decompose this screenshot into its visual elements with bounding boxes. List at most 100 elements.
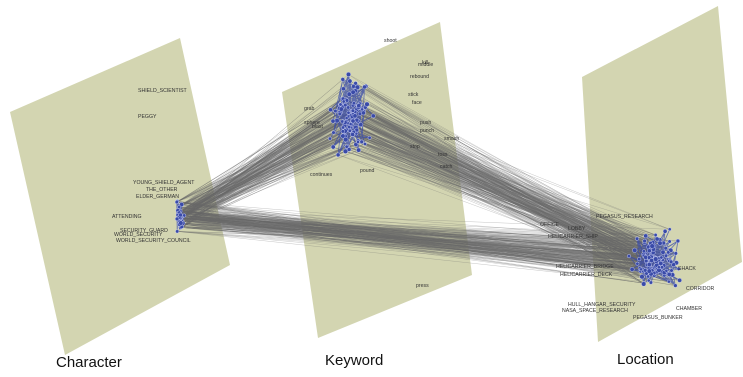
location-node-label: PEGASUS_RESEARCH	[596, 214, 653, 220]
location-plane-label: Location	[617, 351, 674, 368]
keyword-node	[331, 130, 336, 135]
keyword-node	[347, 78, 353, 84]
keyword-node	[338, 106, 344, 112]
keyword-node-label: toss	[438, 152, 448, 158]
location-node-label: SHACK	[678, 266, 696, 272]
location-node-label: NASA_SPACE_RESEARCH	[562, 308, 628, 314]
keyword-node	[343, 103, 348, 108]
keyword-node	[341, 86, 346, 92]
keyword-node-label: pound	[360, 168, 375, 174]
character-node-label: PEGGY	[138, 114, 157, 120]
keyword-node-label: stick	[408, 92, 419, 98]
character-node-label: THE_OTHER	[146, 187, 178, 193]
keyword-node	[341, 125, 346, 130]
location-node	[635, 261, 640, 266]
keyword-node	[356, 103, 362, 109]
location-node	[658, 260, 664, 266]
location-node	[664, 268, 669, 273]
nodes	[174, 71, 682, 288]
location-node	[627, 254, 631, 259]
keyword-node	[344, 98, 350, 103]
keyword-node	[350, 108, 355, 113]
node-labels: SHIELD_SCIENTISTPEGGYYOUNG_SHIELD_AGENTT…	[112, 38, 714, 321]
location-node	[637, 257, 642, 262]
location-node	[643, 233, 648, 239]
location-node	[649, 243, 655, 249]
keyword-node-label: shoot	[384, 38, 397, 44]
location-node	[675, 238, 681, 244]
keyword-node	[350, 132, 355, 137]
keyword-node-label: middle	[418, 62, 433, 68]
location-node	[671, 262, 676, 267]
location-node	[639, 267, 643, 272]
location-node	[667, 279, 671, 284]
keyword-node	[347, 128, 352, 133]
character-plane	[10, 38, 230, 355]
character-node-label: YOUNG_SHIELD_AGENT	[133, 180, 195, 186]
character-node	[175, 229, 180, 234]
location-node	[635, 236, 640, 241]
keyword-node-label: sphere	[304, 120, 320, 126]
keyword-node	[351, 101, 356, 106]
keyword-node	[350, 89, 356, 95]
keyword-node	[362, 84, 367, 90]
character-node	[177, 205, 182, 209]
character-node	[178, 220, 184, 226]
keyword-node	[363, 142, 367, 146]
character-node-label: SECURITY_GUARD	[120, 228, 168, 234]
keyword-node-label: kill	[422, 60, 428, 66]
location-node	[653, 256, 659, 262]
character-node-label: WORLD_SECURITY_COUNCIL	[116, 238, 191, 244]
keyword-node	[356, 140, 360, 144]
keyword-node-label: face	[412, 100, 422, 106]
keyword-node	[346, 71, 351, 77]
keyword-node	[358, 122, 364, 128]
keyword-node	[340, 133, 346, 139]
keyword-node	[340, 77, 345, 82]
location-node-label: CHAMBER	[676, 306, 702, 312]
character-node	[174, 200, 179, 205]
character-node	[178, 212, 183, 218]
character-node-label: ELDER_GERMAN	[136, 194, 179, 200]
location-node-label: LOBBY	[568, 226, 586, 232]
inter-plane-edges	[176, 74, 680, 286]
location-node	[668, 259, 674, 264]
location-node	[669, 268, 674, 273]
location-node-label: HULL_HANGAR_SECURITY	[568, 302, 636, 308]
location-node	[644, 258, 649, 264]
location-node	[667, 227, 672, 232]
character-node-label: ATTENDING	[112, 214, 142, 220]
location-node	[641, 249, 646, 254]
keyword-node	[333, 108, 338, 114]
keyword-node	[359, 139, 364, 144]
keyword-node	[340, 129, 345, 134]
keyword-node	[346, 110, 351, 115]
location-node	[663, 246, 668, 251]
character-node	[174, 216, 180, 222]
keyword-node	[338, 102, 343, 107]
location-node-label: PEGASUS_BUNKER	[633, 315, 683, 321]
location-node	[639, 274, 645, 280]
location-node	[641, 281, 647, 287]
keyword-node	[337, 111, 342, 116]
location-node	[653, 233, 658, 237]
location-node	[646, 274, 650, 279]
location-node	[657, 265, 661, 270]
location-node-label: OFFICE	[540, 222, 560, 228]
location-node	[649, 258, 654, 263]
keyword-plane	[282, 22, 472, 338]
keyword-node-label: push	[420, 120, 431, 126]
location-node	[646, 268, 652, 274]
keyword-node	[340, 119, 345, 124]
location-node	[659, 255, 664, 260]
keyword-node	[344, 144, 349, 149]
keyword-node-label: blast	[312, 124, 324, 130]
keyword-node-label: stop	[410, 144, 420, 150]
keyword-node-label: grab	[304, 106, 314, 112]
keyword-node	[346, 91, 352, 97]
location-node	[660, 249, 666, 255]
keyword-node	[328, 107, 333, 113]
keyword-node	[346, 105, 351, 110]
